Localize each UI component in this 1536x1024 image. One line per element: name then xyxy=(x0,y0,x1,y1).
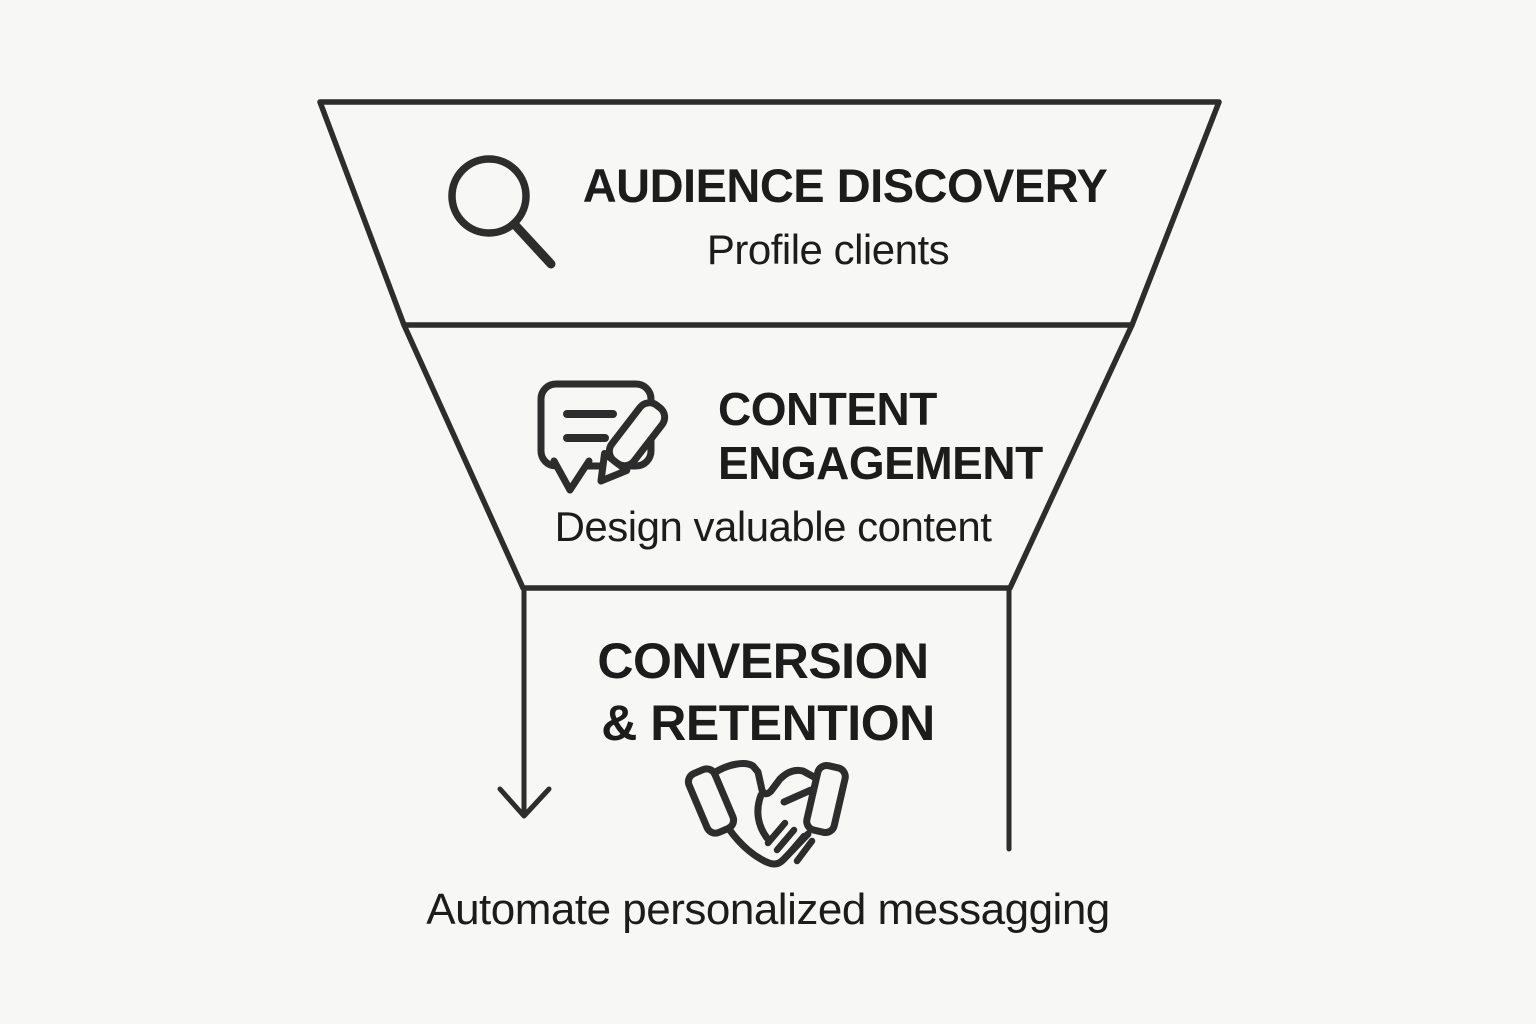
handshake-icon xyxy=(684,760,849,868)
stage2-subtitle: Design valuable content xyxy=(555,503,993,550)
stage1-subtitle: Profile clients xyxy=(707,226,949,273)
diagram-caption: Automate personalized messagging xyxy=(426,885,1110,934)
stage1-title: AUDIENCE DISCOVERY xyxy=(583,159,1108,212)
stage3-title-line1: CONVERSION xyxy=(597,633,928,689)
magnifier-icon xyxy=(448,155,556,269)
stage3-title-line2: & RETENTION xyxy=(601,695,934,751)
speech-bubble-pencil-icon xyxy=(537,380,669,494)
stage-conversion-retention: CONVERSION & RETENTION xyxy=(597,633,935,868)
stage-audience-discovery: AUDIENCE DISCOVERY Profile clients xyxy=(448,155,1108,273)
stage2-title-line1: CONTENT xyxy=(718,383,937,435)
stage-content-engagement: CONTENT ENGAGEMENT Design valuable conte… xyxy=(537,380,1044,550)
stage2-title-line2: ENGAGEMENT xyxy=(718,437,1043,489)
funnel-outline xyxy=(317,99,1222,852)
arrow-down-icon xyxy=(497,786,552,819)
